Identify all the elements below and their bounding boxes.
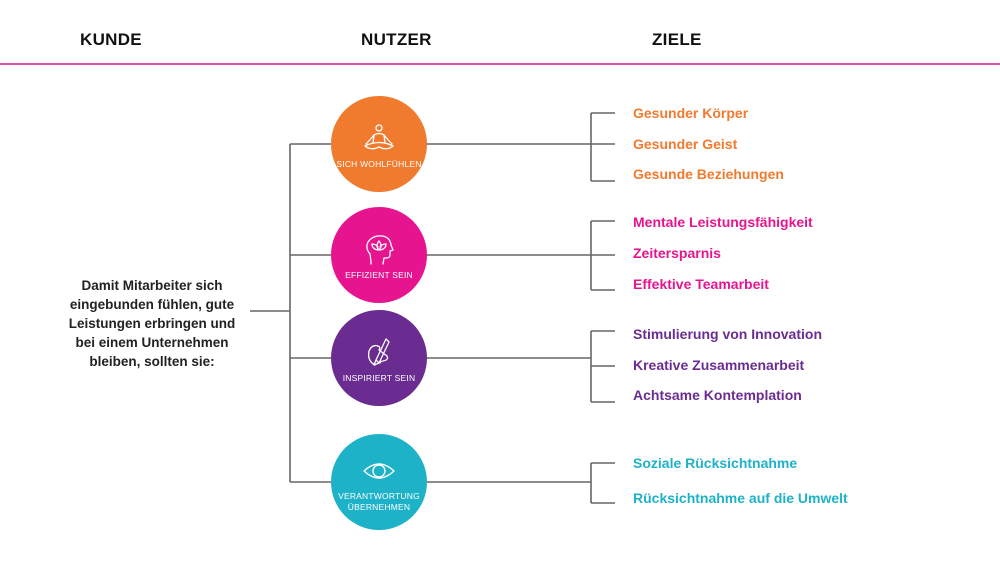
header-kunde: KUNDE	[80, 30, 142, 49]
circle-label: Effizient sein	[345, 269, 413, 280]
eye-icon	[363, 463, 395, 479]
mind-lotus-icon	[366, 234, 394, 265]
goal-item: Stimulierung von Innovation	[633, 326, 822, 342]
nutzer-circle-inspiriert: Inspiriert sein	[331, 310, 427, 406]
nutzer-circle-wohlfuehlen: Sich Wohlfühlen	[331, 96, 427, 192]
circle-label: Verantwortung übernehmen	[338, 491, 420, 512]
goal-item: Rücksichtnahme auf die Umwelt	[633, 490, 848, 506]
goal-item: Effektive Teamarbeit	[633, 276, 769, 292]
goal-item: Zeitersparnis	[633, 245, 721, 261]
circle-label: Inspiriert sein	[342, 372, 416, 383]
goal-item: Gesunder Körper	[633, 105, 749, 121]
goal-item: Gesunder Geist	[633, 136, 738, 152]
meditation-icon	[364, 123, 394, 149]
header-divider	[0, 63, 1000, 65]
goal-item: Achtsame Kontemplation	[633, 387, 802, 403]
goal-item: Gesunde Beziehungen	[633, 166, 784, 182]
nutzer-circle-effizient: Effizient sein	[331, 207, 427, 303]
goal-item: Kreative Zusammenarbeit	[633, 357, 805, 373]
circle-label: Sich Wohlfühlen	[336, 158, 422, 169]
palette-brush-icon	[367, 337, 390, 366]
goal-item: Soziale Rücksichtnahme	[633, 455, 798, 471]
header-ziele: ZIELE	[652, 30, 702, 49]
header-nutzer: NUTZER	[361, 30, 432, 49]
nutzer-circle-verantwortung: Verantwortung übernehmen	[331, 434, 427, 530]
intro-text: Damit Mitarbeiter sich eingebunden fühle…	[68, 278, 236, 369]
goal-item: Mentale Leistungsfähigkeit	[633, 214, 813, 230]
